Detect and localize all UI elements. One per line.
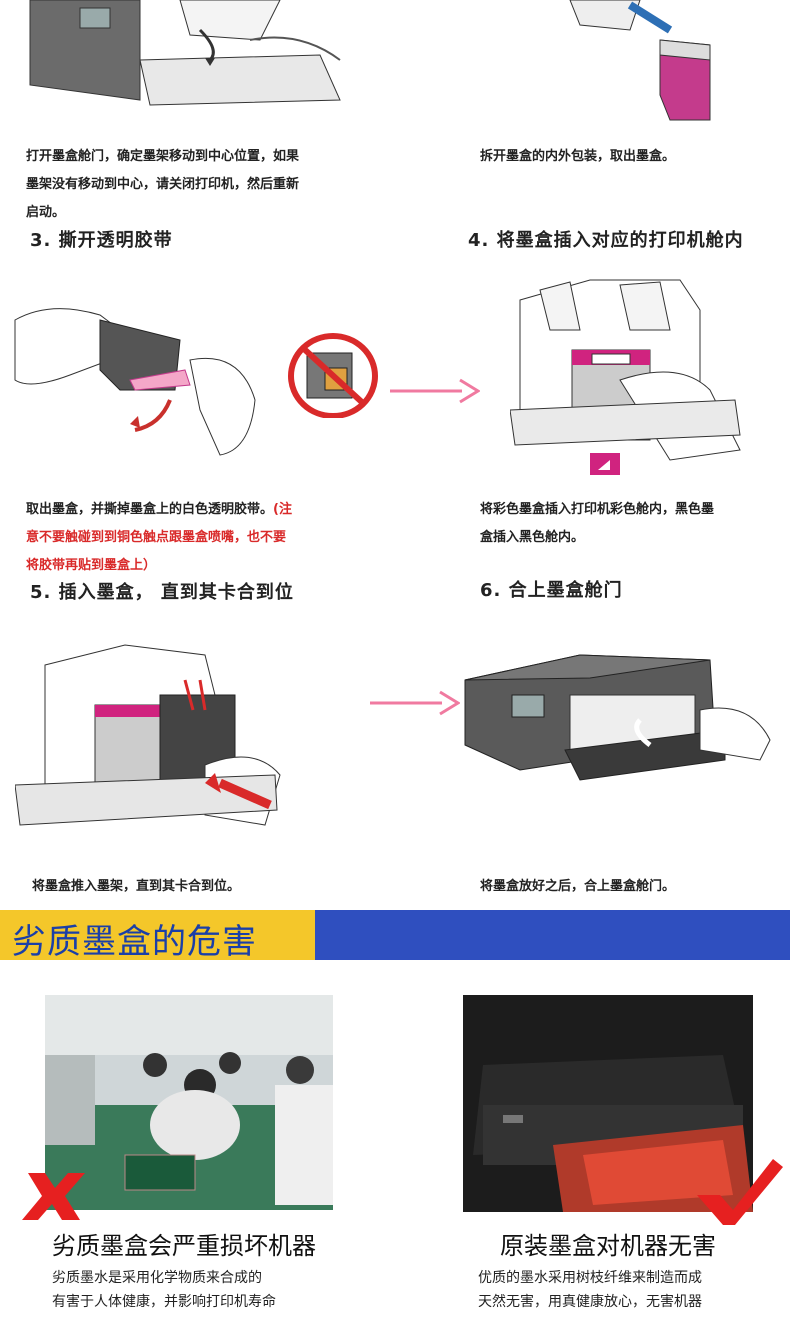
step3-to-step4-arrow-icon	[390, 378, 480, 404]
step4-caption-line2: 盒插入黑色舱内。	[480, 530, 585, 545]
step5-caption: 将墨盒推入墨架，直到其卡合到位。	[32, 879, 241, 894]
bad-cartridge-desc-line2: 有害于人体健康，并影响打印机寿命	[52, 1294, 276, 1310]
step3-caption-note-line2: 意不要触碰到到铜色触点跟墨盒喷嘴，也不要	[26, 530, 287, 545]
good-cartridge-desc-line1: 优质的墨水采用树枝纤维来制造而成	[478, 1270, 702, 1286]
section-banner: 劣质墨盒的危害	[0, 910, 790, 962]
good-cartridge-desc: 优质的墨水采用树枝纤维来制造而成 天然无害，用真健康放心，无害机器	[478, 1266, 778, 1314]
remove-tape-illustration	[14, 308, 256, 456]
unpack-cartridge-illustration	[569, 0, 711, 121]
good-cartridge-desc-line2: 天然无害，用真健康放心，无害机器	[478, 1294, 702, 1310]
step4-caption: 将彩色墨盒插入打印机彩色舱内，黑色墨 盒插入黑色舱内。	[480, 496, 780, 552]
banner-blue-block	[315, 910, 790, 960]
step5-to-step6-arrow-icon	[370, 690, 460, 716]
step3-caption: 取出墨盒，并撕掉墨盒上的白色透明胶带。(注 意不要触碰到到铜色触点跟墨盒喷嘴，也…	[26, 496, 366, 580]
bad-cartridge-desc: 劣质墨水是采用化学物质来合成的 有害于人体健康，并影响打印机寿命	[52, 1266, 352, 1314]
step1-caption-line1: 打开墨盒舱门，确定墨架移动到中心位置，如果	[26, 149, 300, 164]
step1-caption-line2: 墨架没有移动到中心，请关闭打印机，然后重新	[26, 177, 300, 192]
insert-cartridge-illustration	[510, 279, 741, 475]
step3-title: 3. 撕开透明胶带	[30, 230, 173, 251]
bad-cartridge-desc-line1: 劣质墨水是采用化学物质来合成的	[52, 1270, 262, 1286]
close-printer-door-illustration	[464, 654, 771, 781]
step4-title: 4. 将墨盒插入对应的打印机舱内	[468, 230, 744, 251]
banner-title: 劣质墨盒的危害	[12, 922, 257, 962]
red-check-icon	[697, 1159, 783, 1225]
step3-caption-note-start: (注	[273, 502, 292, 517]
bad-cartridge-title: 劣质墨盒会严重损坏机器	[52, 1232, 316, 1260]
good-cartridge-title: 原装墨盒对机器无害	[500, 1232, 716, 1260]
step3-caption-line1: 取出墨盒，并撕掉墨盒上的白色透明胶带。(注	[26, 496, 366, 524]
step6-caption: 将墨盒放好之后，合上墨盒舱门。	[480, 879, 676, 894]
step4-caption-line1: 将彩色墨盒插入打印机彩色舱内，黑色墨	[480, 502, 715, 517]
open-printer-door-illustration	[20, 0, 350, 115]
press-cartridge-into-place-illustration	[15, 644, 281, 826]
step1-caption: 打开墨盒舱门，确定墨架移动到中心位置，如果 墨架没有移动到中心，请关闭打印机，然…	[26, 143, 366, 227]
step1-caption-line3: 启动。	[26, 205, 66, 220]
canon-printer-photo	[463, 995, 753, 1212]
red-x-icon	[22, 1173, 85, 1220]
repair-workshop-photo	[45, 995, 333, 1210]
step3-caption-note-line3: 将胶带再贴到墨盒上）	[26, 558, 157, 573]
do-not-touch-contacts-icon	[288, 333, 378, 418]
step2-caption: 拆开墨盒的内外包装，取出墨盒。	[480, 149, 676, 164]
step5-title: 5. 插入墨盒， 直到其卡合到位	[30, 582, 294, 603]
step3-caption-main: 取出墨盒，并撕掉墨盒上的白色透明胶带。	[26, 502, 274, 517]
step6-title: 6. 合上墨盒舱门	[480, 580, 623, 601]
banner-yellow-block	[0, 910, 315, 960]
